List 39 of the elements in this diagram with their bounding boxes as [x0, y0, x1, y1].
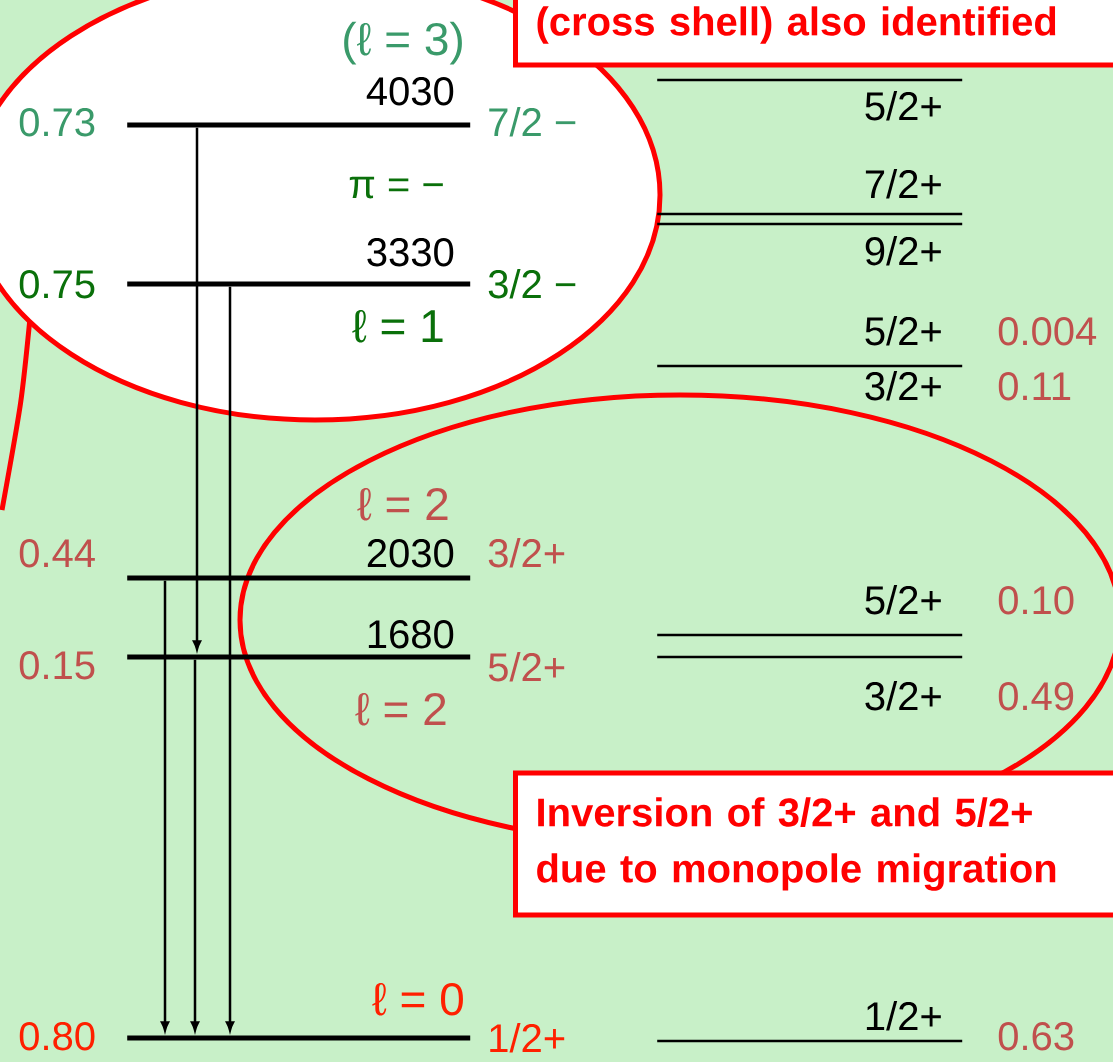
spin-label: 3/2+ [865, 681, 941, 711]
parity-label: π = − [349, 176, 443, 199]
gamma-arrow [192, 127, 202, 651]
value-label: 0.15 [19, 651, 95, 680]
value-label: 0.75 [19, 270, 95, 299]
gamma-arrow [160, 580, 170, 1032]
value-label: 0.004 [998, 317, 1097, 346]
spin-label: 7/2 − [489, 107, 576, 137]
energy-label: 2030 [367, 539, 454, 568]
spin-label: 5/2+ [865, 91, 941, 121]
callout-box: Inversion of 3/2+ and 5/2+ due to monopole migration [513, 770, 1113, 918]
spin-label: 9/2+ [865, 236, 941, 266]
callout-box: (cross shell) also identified [513, 0, 1113, 68]
spin-label: 1/2+ [490, 1023, 565, 1053]
spin-label: 3/2+ [488, 538, 565, 568]
energy-label: 1680 [368, 620, 454, 649]
gamma-arrow [190, 659, 200, 1032]
spin-label: 5/2+ [865, 316, 941, 346]
value-label: 0.63 [998, 1022, 1074, 1051]
spin-label: 5/2+ [865, 585, 941, 615]
quantum-number-label: ℓ = 1 [352, 309, 443, 343]
quantum-number-label: ℓ = 2 [357, 487, 448, 521]
quantum-number-label: ℓ = 2 [355, 692, 446, 726]
spin-label: 1/2+ [866, 1001, 941, 1031]
spin-label: 5/2+ [488, 652, 565, 682]
gamma-arrow [225, 286, 235, 1032]
spin-label: 3/2+ [865, 371, 941, 401]
quantum-number-label: ℓ = 0 [372, 982, 463, 1016]
energy-label: 4030 [366, 77, 454, 106]
value-label: 0.11 [998, 372, 1071, 401]
spin-label: 3/2 − [488, 269, 576, 299]
value-label: 0.80 [19, 1022, 95, 1051]
value-label: 0.49 [998, 682, 1074, 711]
value-label: 0.10 [998, 586, 1074, 615]
energy-label: 3330 [367, 238, 454, 267]
value-label: 0.44 [19, 539, 95, 568]
spin-label: 7/2+ [865, 169, 941, 199]
quantum-number-label: (ℓ = 3) [344, 21, 462, 65]
value-label: 0.73 [19, 108, 95, 137]
